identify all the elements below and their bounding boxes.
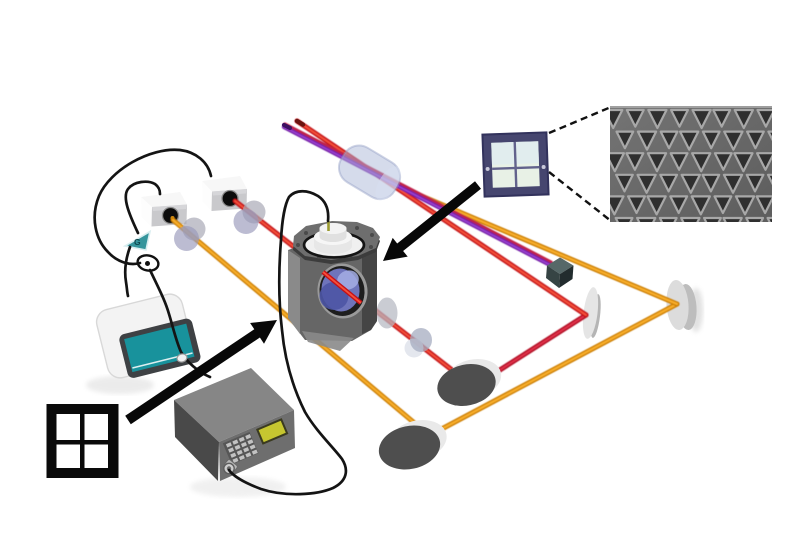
- svg-text:G: G: [134, 237, 141, 247]
